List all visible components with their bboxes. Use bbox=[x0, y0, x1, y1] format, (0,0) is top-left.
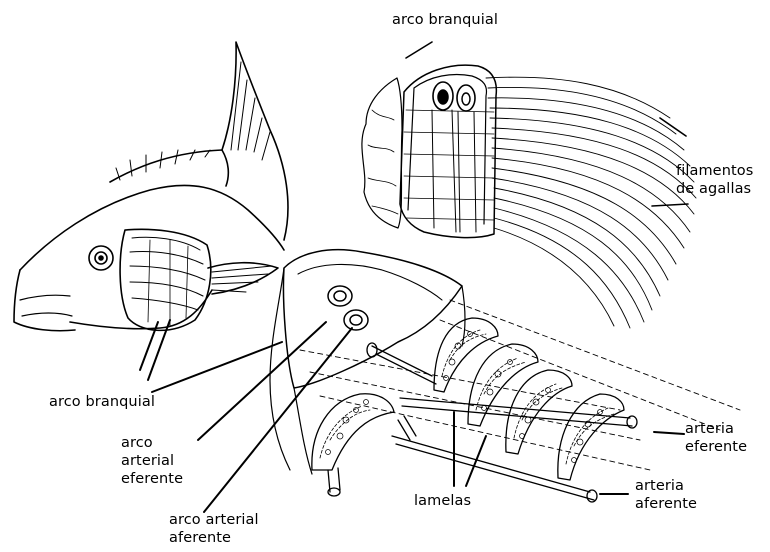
label-left-branchial-arch: arco branquial bbox=[49, 393, 155, 411]
label-efferent-arterial-arch: arco arterial eferente bbox=[121, 434, 183, 488]
lamellae-detail-illustration bbox=[270, 250, 740, 502]
label-lamellae: lamelas bbox=[414, 492, 471, 510]
label-gill-filaments: filamentos de agallas bbox=[676, 162, 753, 198]
gill-arch-filaments-illustration bbox=[362, 42, 696, 328]
label-efferent-artery: arteria eferente bbox=[685, 420, 747, 456]
label-afferent-arterial-arch: arco arterial aferente bbox=[169, 511, 259, 547]
fish-illustration bbox=[14, 42, 288, 331]
label-top-branchial-arch: arco branquial bbox=[392, 11, 498, 29]
label-afferent-artery: arteria aferente bbox=[635, 477, 697, 513]
